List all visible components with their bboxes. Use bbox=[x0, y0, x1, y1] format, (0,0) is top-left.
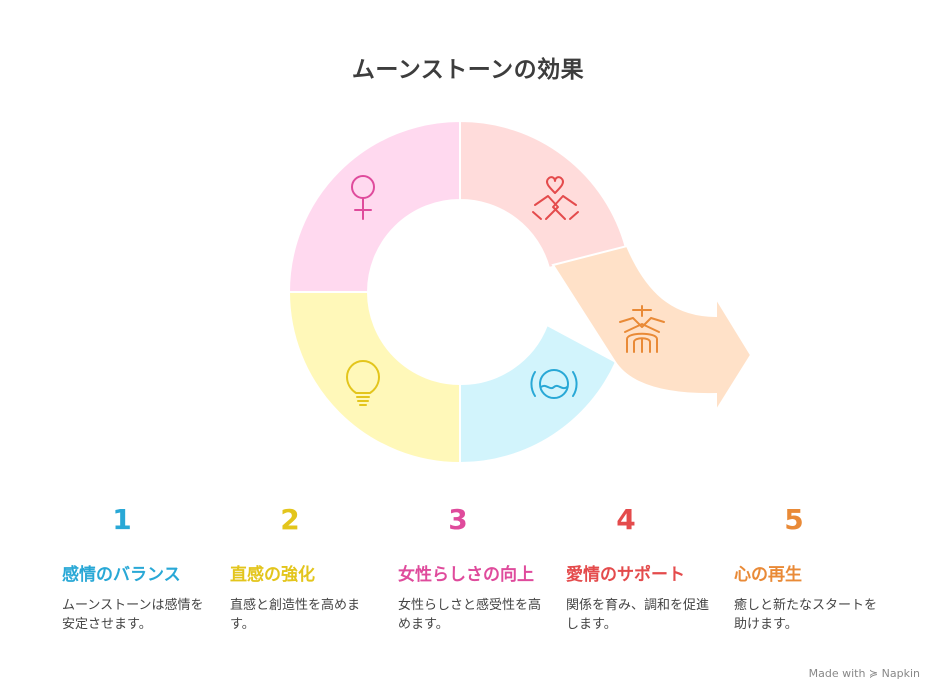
meditation-icon bbox=[619, 305, 665, 353]
effect-number: 2 bbox=[280, 503, 300, 536]
effect-number: 1 bbox=[112, 503, 132, 536]
segment-emotion bbox=[459, 323, 618, 465]
napkin-watermark: Made with ≽ Napkin bbox=[808, 667, 920, 680]
effect-title: 直感の強化 bbox=[230, 565, 315, 585]
effect-description: 直感と創造性を高めます。 bbox=[230, 598, 361, 632]
female-symbol-icon bbox=[351, 175, 375, 220]
segment-intuition bbox=[287, 291, 461, 465]
effect-item-3: 3 女性らしさの向上 女性らしさと感受性を高めます。 bbox=[398, 500, 563, 632]
page-title: ムーンストーンの効果 bbox=[351, 57, 585, 83]
segment-love bbox=[459, 119, 628, 270]
heart-hands-icon bbox=[532, 176, 579, 220]
effect-number: 4 bbox=[616, 503, 636, 536]
effect-description: 癒しと新たなスタートを助けます。 bbox=[734, 598, 878, 632]
effect-description: 女性らしさと感受性を高めます。 bbox=[398, 598, 542, 632]
effect-item-5: 5 心の再生 癒しと新たなスタートを助けます。 bbox=[734, 500, 899, 632]
effect-item-2: 2 直感の強化 直感と創造性を高めます。 bbox=[230, 500, 395, 632]
water-circle-icon bbox=[530, 369, 578, 399]
effect-number: 5 bbox=[784, 503, 804, 536]
effect-title: 愛情のサポート bbox=[566, 565, 685, 585]
effect-description: ムーンストーンは感情を安定させます。 bbox=[62, 598, 204, 632]
effect-item-4: 4 愛情のサポート 関係を育み、調和を促進します。 bbox=[566, 500, 731, 632]
segment-femininity bbox=[287, 119, 461, 293]
effect-item-1: 1 感情のバランス ムーンストーンは感情を安定させます。 bbox=[62, 500, 227, 632]
effect-number: 3 bbox=[448, 503, 468, 536]
lightbulb-icon bbox=[346, 360, 380, 406]
effect-title: 感情のバランス bbox=[62, 565, 181, 585]
effect-title: 心の再生 bbox=[734, 565, 802, 585]
effect-title: 女性らしさの向上 bbox=[398, 565, 534, 585]
effect-description: 関係を育み、調和を促進します。 bbox=[566, 598, 710, 632]
